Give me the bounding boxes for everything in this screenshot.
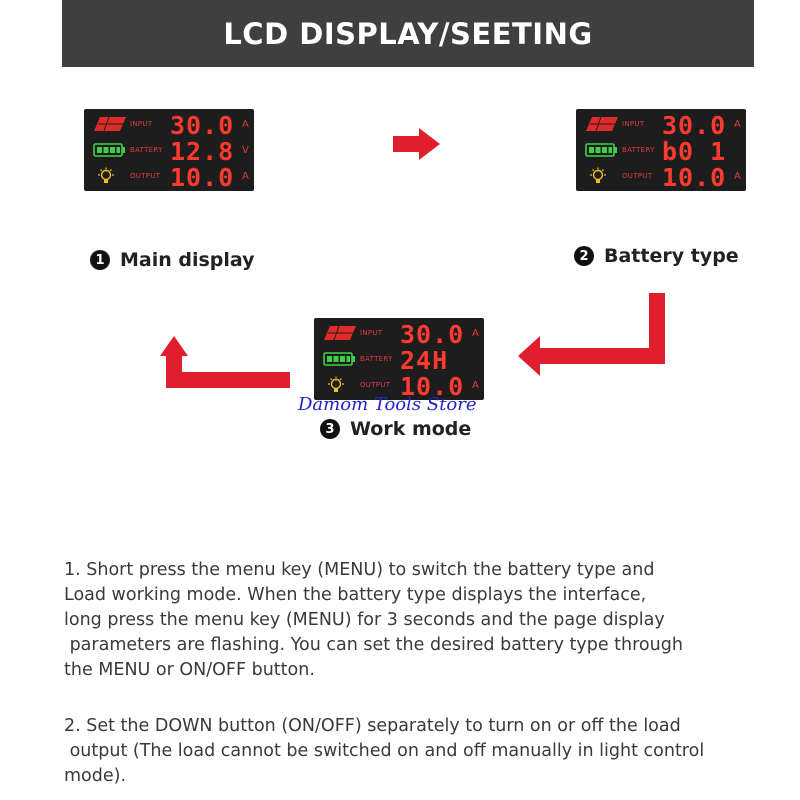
lcd-row-output: OUTPUT 10.0 A (576, 163, 746, 192)
arrow-down-left-icon (518, 293, 665, 376)
step-label: Work mode (350, 418, 472, 440)
step-label: Main display (120, 249, 255, 271)
solar-panel-icon (94, 116, 126, 132)
lcd-battery-type: INPUT 30.0 A BATTERY b0 1 OUTPUT 10.0 (576, 109, 746, 192)
lcd-row-input: INPUT 30.0 A (84, 111, 254, 140)
lcd-row-output: OUTPUT 10.0 A (84, 163, 254, 192)
step-work-mode: 3 Work mode (320, 418, 471, 440)
step-number-badge: 2 (574, 246, 594, 266)
arrow-left-up-icon (160, 336, 290, 388)
store-watermark: Damom Tools Store (298, 394, 477, 415)
solar-panel-icon (586, 116, 618, 132)
light-bulb-icon (590, 167, 606, 183)
light-bulb-icon (328, 376, 344, 392)
step-number-badge: 3 (320, 419, 340, 439)
lcd-row-input: INPUT 30.0 A (576, 111, 746, 140)
battery-icon (93, 143, 125, 157)
step-label: Battery type (604, 245, 739, 267)
page-title: LCD DISPLAY/SEETING (223, 16, 593, 51)
battery-icon (585, 143, 617, 157)
page-header: LCD DISPLAY/SEETING (62, 0, 754, 67)
arrow-right-icon (393, 128, 440, 160)
step-main-display: 1 Main display (90, 249, 255, 271)
lcd-row-input: INPUT 30.0 A (314, 320, 484, 349)
lcd-row-battery: BATTERY b0 1 (576, 137, 746, 166)
instruction-paragraph-2: 2. Set the DOWN button (ON/OFF) separate… (64, 716, 705, 786)
step-number-badge: 1 (90, 250, 110, 270)
solar-panel-icon (324, 325, 356, 341)
step-battery-type: 2 Battery type (574, 245, 739, 267)
lcd-work-mode: INPUT 30.0 A BATTERY 24H OUTPUT 10.0 A (314, 318, 484, 401)
battery-icon (323, 352, 355, 366)
instruction-paragraph-1: 1. Short press the menu key (MENU) to sw… (64, 560, 683, 680)
lcd-main-display: INPUT 30.0 A BATTERY 12.8 V OUTPUT 10.0 (84, 109, 254, 192)
lcd-row-battery: BATTERY 12.8 V (84, 137, 254, 166)
light-bulb-icon (98, 167, 114, 183)
lcd-row-output: OUTPUT 10.0 A (314, 372, 484, 401)
lcd-row-battery: BATTERY 24H (314, 346, 484, 375)
